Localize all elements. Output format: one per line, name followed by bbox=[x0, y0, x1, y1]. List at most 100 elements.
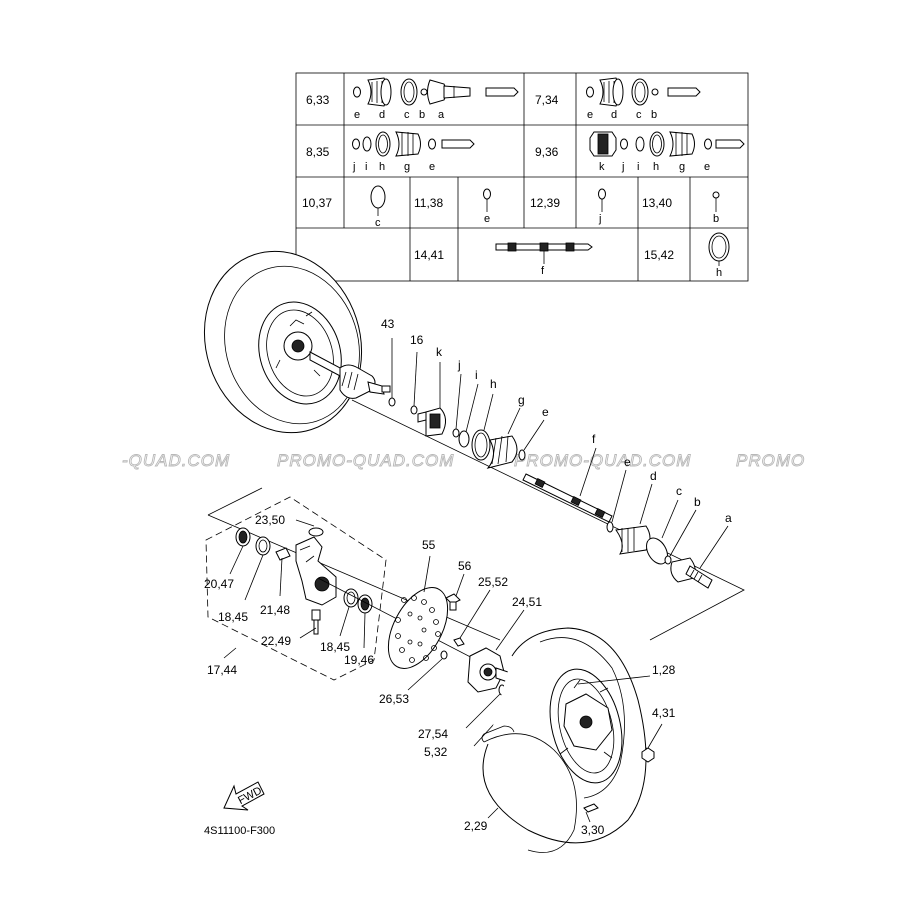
kit-letter: b bbox=[713, 213, 719, 225]
callout: 55 bbox=[422, 538, 436, 552]
kit-part-clip-e bbox=[483, 188, 491, 200]
kit-9-36-parts bbox=[589, 131, 745, 157]
callout: 19,46 bbox=[344, 653, 374, 667]
disc-bolt: 56 bbox=[445, 559, 472, 611]
kit-letter: b bbox=[651, 109, 657, 121]
kit-letter: c bbox=[375, 217, 381, 229]
kit-letter: e bbox=[484, 213, 490, 225]
kit-letter: j bbox=[352, 161, 355, 173]
kit-ref: 15,42 bbox=[644, 248, 674, 262]
callout: e bbox=[624, 455, 631, 469]
kit-letter: e bbox=[704, 161, 710, 173]
watermark-text: -QUAD.COM bbox=[122, 451, 230, 470]
kit-ref: 14,41 bbox=[414, 248, 444, 262]
brake-disc: 55 bbox=[387, 538, 449, 669]
watermark-text: PROMO-QUAD.COM bbox=[514, 451, 691, 470]
kit-part-ring-b bbox=[712, 191, 720, 199]
kit-letter: e bbox=[587, 109, 593, 121]
kit-ref: 6,33 bbox=[306, 93, 330, 107]
kit-letter: k bbox=[599, 161, 605, 173]
kit-ref: 7,34 bbox=[535, 93, 559, 107]
kit-7-34-parts bbox=[586, 77, 701, 107]
kit-letter: i bbox=[365, 161, 367, 173]
kit-ref: 12,39 bbox=[530, 196, 560, 210]
knuckle-group: 20,47 18,45 21,48 23,50 22,49 18,45 19,4… bbox=[204, 496, 387, 681]
callout: d bbox=[650, 469, 657, 483]
callout: i bbox=[475, 368, 478, 382]
callout: 4,31 bbox=[652, 706, 676, 720]
callout: f bbox=[592, 432, 596, 446]
callout: 3,30 bbox=[581, 823, 605, 837]
kit-letter: a bbox=[438, 109, 445, 121]
kit-letter: j bbox=[621, 161, 624, 173]
callout: 25,52 bbox=[478, 575, 508, 589]
kit-table: 6,33 7,34 e d c b a bbox=[295, 72, 749, 282]
callout: 18,45 bbox=[320, 640, 350, 654]
callout: 18,45 bbox=[218, 610, 248, 624]
kit-letter: h bbox=[716, 267, 722, 279]
kit-part-clamp-c bbox=[370, 185, 386, 209]
kit-letter: j bbox=[598, 213, 601, 225]
tire-valve: 3,30 bbox=[581, 803, 605, 837]
callout: 56 bbox=[458, 559, 472, 573]
callout: 16 bbox=[410, 333, 424, 347]
kit-letter: f bbox=[541, 265, 545, 277]
kit-8-35-parts bbox=[352, 131, 475, 157]
kit-letter: d bbox=[379, 109, 385, 121]
kit-ref: 10,37 bbox=[302, 196, 332, 210]
callout: b bbox=[694, 495, 701, 509]
assembly-outline bbox=[351, 399, 745, 641]
knuckle-dashed-outline bbox=[205, 496, 387, 681]
callout: a bbox=[725, 511, 732, 525]
watermark: -QUAD.COM PROMO-QUAD.COM PROMO-QUAD.COM … bbox=[122, 451, 805, 471]
kit-part-clip-j bbox=[598, 188, 606, 200]
callout: 26,53 bbox=[379, 692, 409, 706]
hub-stud: 25,52 bbox=[453, 575, 508, 647]
watermark-text: PROMO bbox=[736, 451, 805, 470]
callout: 21,48 bbox=[260, 603, 290, 617]
kit-letter: h bbox=[379, 161, 385, 173]
callout: 23,50 bbox=[255, 513, 285, 527]
kit-ref: 11,38 bbox=[414, 196, 443, 210]
hub-washer: 26,53 bbox=[379, 650, 448, 706]
kit-letter: d bbox=[611, 109, 617, 121]
callout: e bbox=[542, 405, 549, 419]
kit-letter: h bbox=[653, 161, 659, 173]
callout: 1,28 bbox=[652, 663, 676, 677]
callout: j bbox=[457, 358, 461, 372]
kit-letter: c bbox=[404, 109, 410, 121]
assembled-wheel bbox=[203, 250, 396, 434]
callout: g bbox=[518, 393, 525, 407]
kit-letter: e bbox=[354, 109, 360, 121]
kit-letter: e bbox=[429, 161, 435, 173]
callout: 2,29 bbox=[464, 819, 488, 833]
kit-letter: c bbox=[636, 109, 642, 121]
callout: c bbox=[676, 484, 682, 498]
kit-letter: g bbox=[679, 161, 685, 173]
kit-ref: 13,40 bbox=[642, 196, 672, 210]
kit-letter: b bbox=[419, 109, 425, 121]
lug-nut: 4,31 bbox=[641, 706, 676, 763]
callout: 20,47 bbox=[204, 577, 234, 591]
callout: 43 bbox=[381, 317, 395, 331]
kit-6-33-parts bbox=[353, 77, 519, 107]
kit-letter: i bbox=[637, 161, 639, 173]
watermark-text: PROMO-QUAD.COM bbox=[277, 451, 454, 470]
callout: 24,51 bbox=[512, 595, 542, 609]
wheel-hub: 24,51 bbox=[467, 595, 542, 693]
callout: 22,49 bbox=[261, 634, 291, 648]
kit-part-shaft-f bbox=[495, 242, 593, 264]
kit-ref: 9,36 bbox=[535, 145, 559, 159]
callout: 17,44 bbox=[207, 663, 237, 677]
callout: 27,54 bbox=[418, 727, 448, 741]
callout: 5,32 bbox=[424, 745, 448, 759]
fwd-arrow-icon: FWD bbox=[223, 781, 265, 811]
callout: k bbox=[436, 345, 443, 359]
shaft-exploded: 43 16 k j i h g e bbox=[381, 317, 732, 589]
kit-letter: g bbox=[404, 161, 410, 173]
exploded-wheel: 1,28 2,29 bbox=[464, 627, 676, 853]
callout: h bbox=[490, 377, 497, 391]
fwd-label: FWD bbox=[236, 785, 264, 807]
figure-code: 4S11100-F300 bbox=[204, 825, 275, 837]
